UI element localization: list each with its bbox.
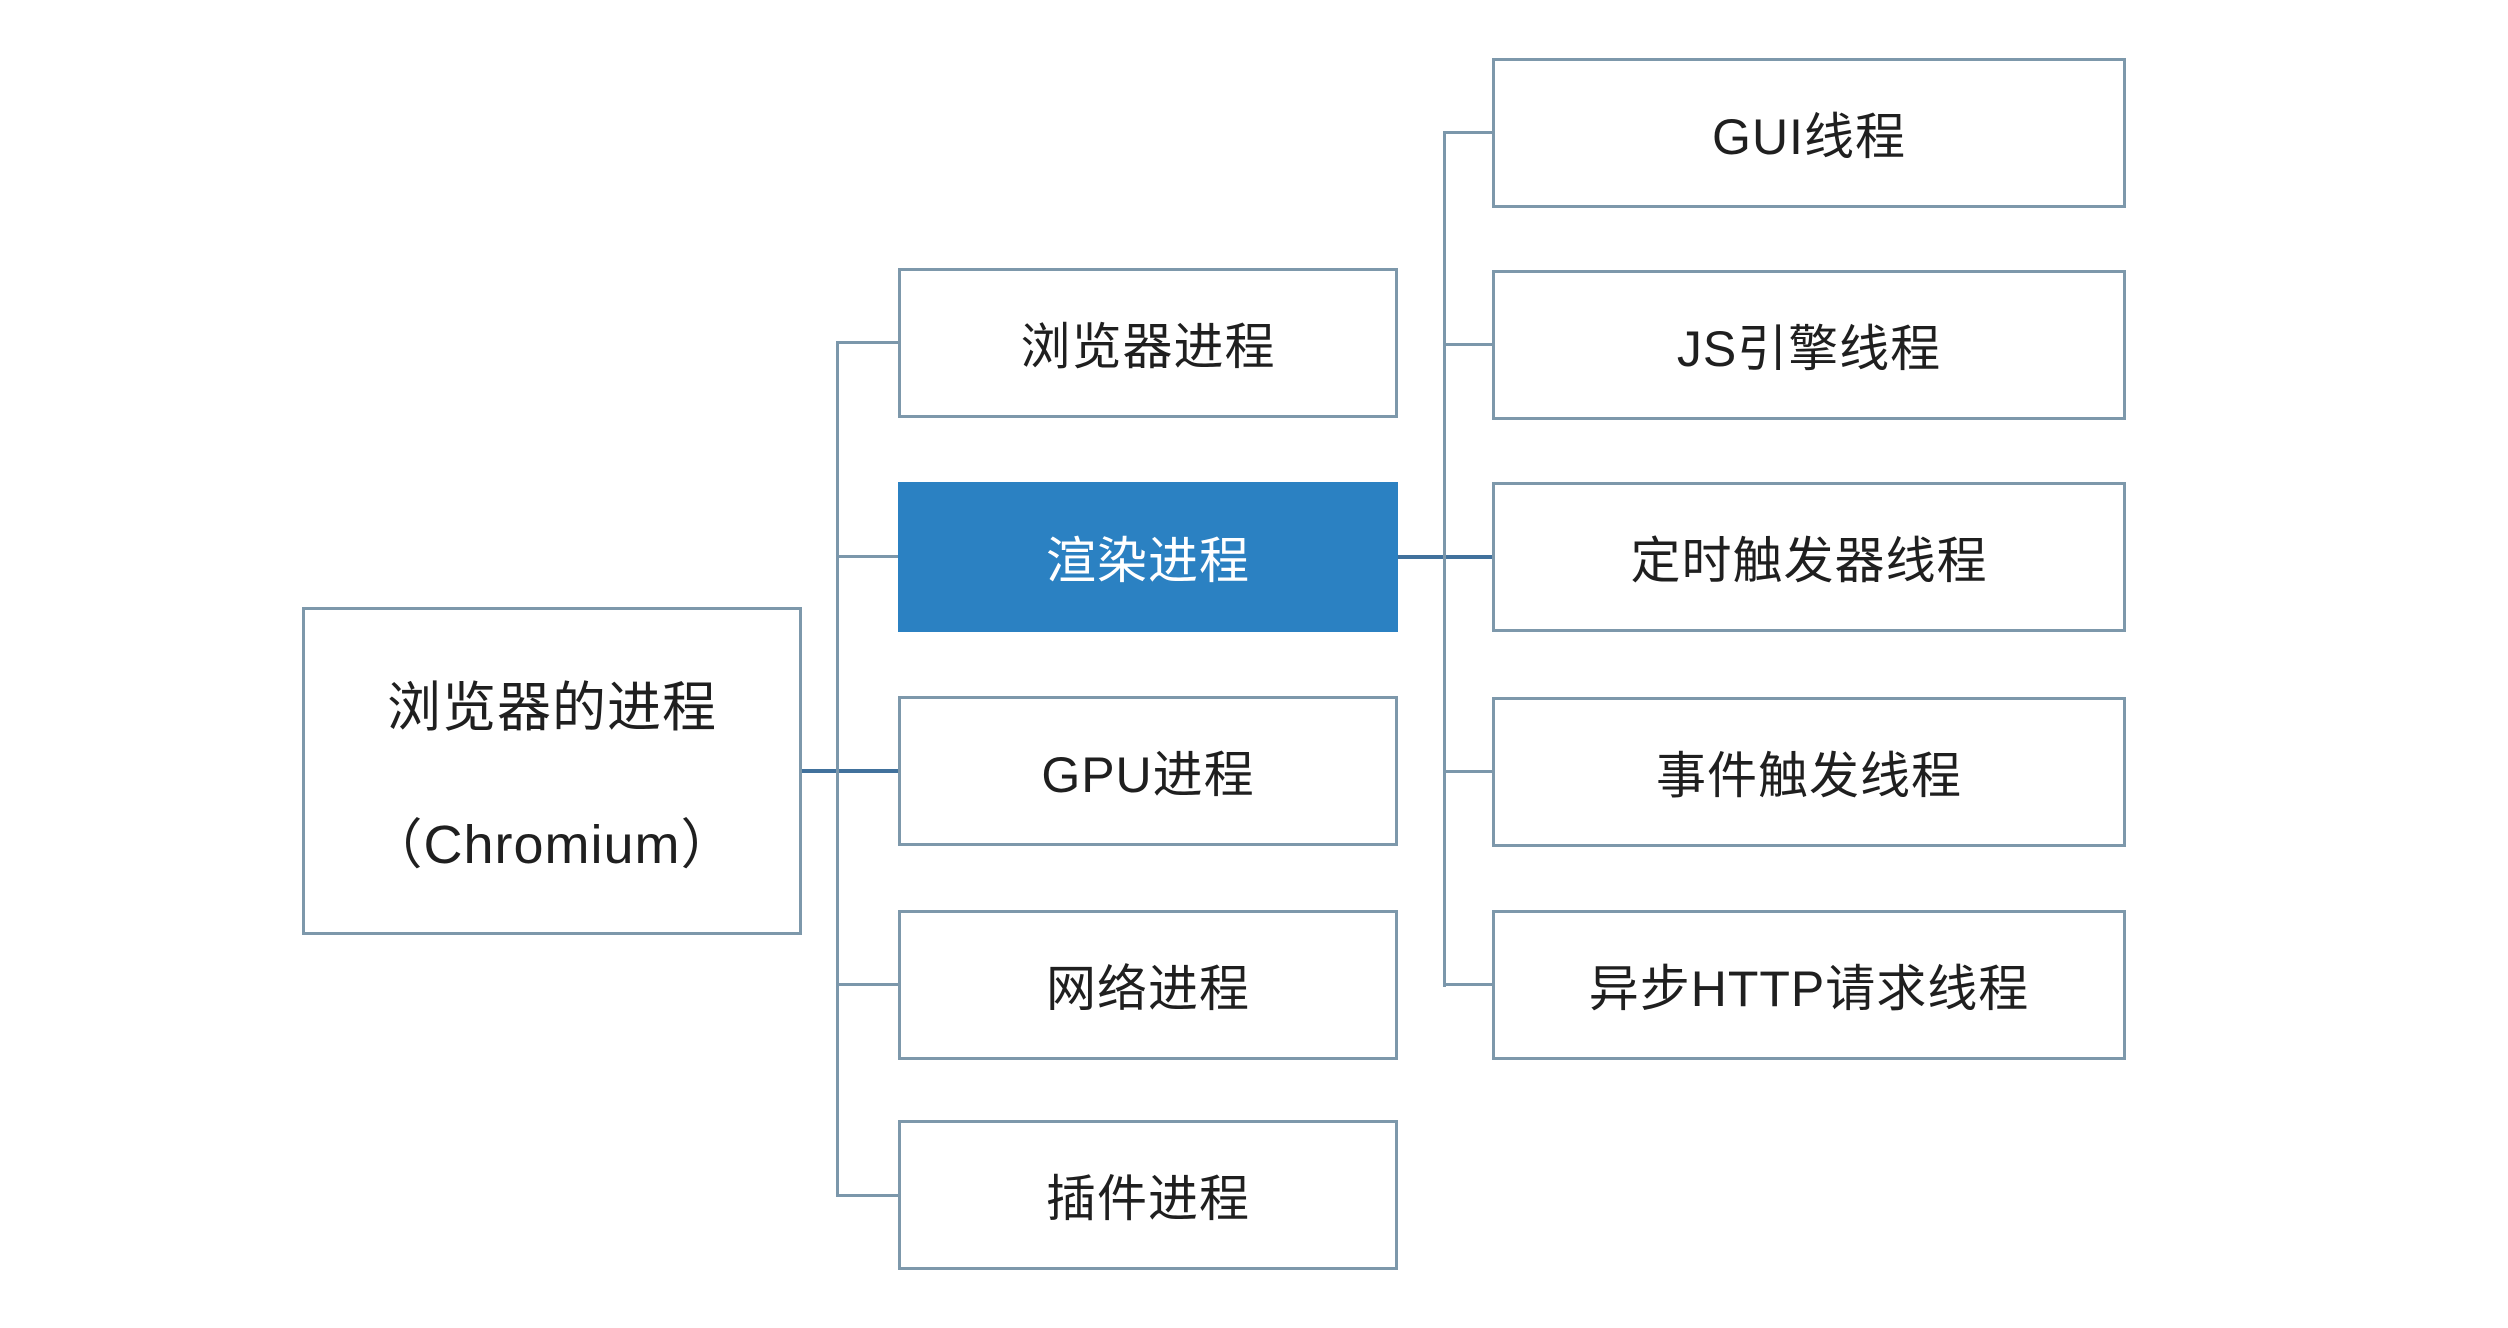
connector-stub-browser-process xyxy=(836,341,898,344)
connector-stub-event-trigger-thread xyxy=(1443,770,1492,773)
connector-stub-plugin-process xyxy=(836,1194,898,1197)
node-label: 网络进程 xyxy=(1046,961,1250,1017)
connector-stub-network-process xyxy=(836,983,898,986)
connector-root-to-gpu-process xyxy=(802,769,898,773)
connector-stub-gui-thread xyxy=(1443,131,1492,134)
connector-stub-js-engine-thread xyxy=(1443,343,1492,346)
node-label: 插件进程 xyxy=(1046,1171,1250,1227)
connector-stub-render-process xyxy=(836,555,898,558)
node-gpu-process: GPU进程 xyxy=(898,696,1398,846)
node-plugin-process: 插件进程 xyxy=(898,1120,1398,1270)
root-label-line1: 浏览器的进程 xyxy=(387,678,717,738)
node-event-trigger-thread: 事件触发线程 xyxy=(1492,697,2126,847)
root-label-line2: （Chromium） xyxy=(368,815,736,875)
node-network-process: 网络进程 xyxy=(898,910,1398,1060)
node-label: 定时触发器线程 xyxy=(1630,533,1988,589)
node-label: 渲染进程 xyxy=(1046,533,1250,589)
node-label: GUI线程 xyxy=(1712,109,1906,165)
connector-left-trunk xyxy=(836,341,839,1197)
connector-right-trunk xyxy=(1443,131,1446,987)
node-gui-thread: GUI线程 xyxy=(1492,58,2126,208)
node-render-process: 渲染进程 xyxy=(898,482,1398,632)
node-browser-process: 浏览器进程 xyxy=(898,268,1398,418)
node-label: 事件触发线程 xyxy=(1656,748,1962,804)
connector-stub-async-http-thread xyxy=(1443,983,1492,986)
node-js-engine-thread: JS引擎线程 xyxy=(1492,270,2126,420)
node-timer-trigger-thread: 定时触发器线程 xyxy=(1492,482,2126,632)
node-async-http-thread: 异步HTTP请求线程 xyxy=(1492,910,2126,1060)
node-label: GPU进程 xyxy=(1041,747,1255,803)
node-root-browser-process: 浏览器的进程 （Chromium） xyxy=(302,607,802,935)
node-label: 浏览器进程 xyxy=(1020,319,1276,375)
node-label: 异步HTTP请求线程 xyxy=(1588,961,2030,1017)
node-label: JS引擎线程 xyxy=(1676,321,1942,377)
